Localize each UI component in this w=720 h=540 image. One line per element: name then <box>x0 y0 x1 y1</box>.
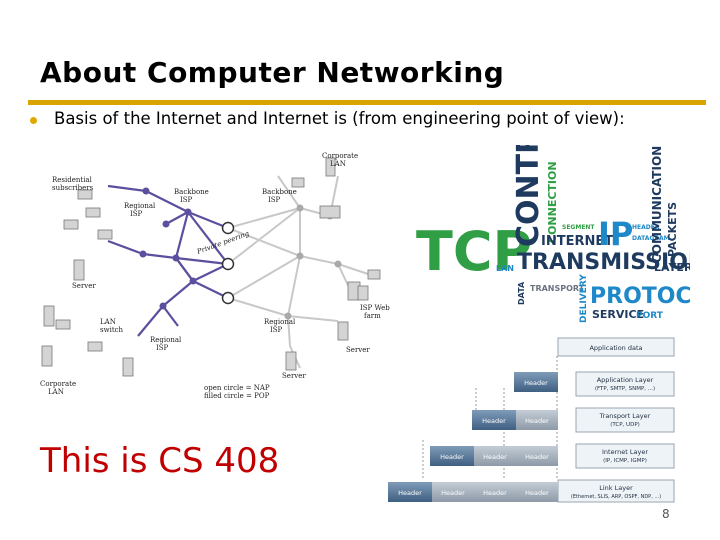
svg-text:farm: farm <box>364 312 381 320</box>
label-regional-isp-2: Regional <box>264 318 296 326</box>
svg-text:LAN: LAN <box>48 388 64 396</box>
label-backbone-isp-1: Backbone <box>174 188 209 196</box>
header-cell: Header <box>524 379 548 387</box>
word-transmission: TRANSMISSION <box>517 250 690 275</box>
svg-text:ISP: ISP <box>268 196 281 204</box>
word-control: CONTROL <box>511 145 546 247</box>
legend-pop: filled circle = POP <box>204 392 270 400</box>
label-isp-web-farm: ISP Web <box>360 304 390 312</box>
label-server-right: Server <box>346 346 370 354</box>
label-regional-isp-1: Regional <box>124 202 156 210</box>
svg-text:Server: Server <box>72 282 96 290</box>
header-cell: Header <box>441 489 465 497</box>
header-cell: Header <box>483 489 507 497</box>
layer-protocols: (IP, ICMP, IGMP) <box>603 458 647 464</box>
layer-protocols: (TCP, UDP) <box>610 422 640 428</box>
word-communication: COMMUNICATION <box>650 146 664 263</box>
word-data: DATA <box>517 281 526 305</box>
word-tcp: TCP <box>416 220 532 283</box>
svg-text:LAN: LAN <box>330 160 346 168</box>
svg-text:Backbone: Backbone <box>262 188 297 196</box>
word-port: PORT <box>636 311 664 321</box>
label-corporate-lan-top: Corporate <box>322 152 358 160</box>
network-topology-diagram: Corporate LAN Residential subscribers Ba… <box>40 152 390 400</box>
svg-text:ISP Web: ISP Web <box>360 304 390 312</box>
word-datagram: DATAGRAM <box>632 235 670 242</box>
svg-text:Backbone: Backbone <box>174 188 209 196</box>
layer-protocols: (Ethernet, SLIS, ARP, OSPF, NDP, ...) <box>571 494 661 500</box>
label-server-left: Server <box>72 282 96 290</box>
word-connection: CONNECTION <box>546 161 559 243</box>
layer-name: Application Layer <box>597 376 654 384</box>
legend-nap: open circle = NAP <box>204 384 270 392</box>
bullet-text: Basis of the Internet and Internet is (f… <box>54 109 625 128</box>
label-residential: Residential <box>52 176 93 184</box>
label-lan-switch: LAN <box>100 318 116 326</box>
word-internet: INTERNET <box>541 234 613 249</box>
svg-text:filled circle = POP: filled circle = POP <box>204 392 270 400</box>
header-cell: Header <box>525 417 549 425</box>
svg-text:Residential: Residential <box>52 176 93 184</box>
bullet-icon <box>30 117 37 124</box>
svg-text:Server: Server <box>346 346 370 354</box>
svg-text:ISP: ISP <box>180 196 193 204</box>
label-corporate-lan-bottom: Corporate <box>40 380 76 388</box>
layer-protocols: (FTP, SMTP, SNMP, ...) <box>595 386 655 392</box>
word-transport: TRANSPORT <box>530 284 585 293</box>
word-service: SERVICE <box>592 308 644 321</box>
word-protocol: PROTOCOL <box>590 284 690 309</box>
layer-name: Transport Layer <box>599 412 651 420</box>
label-backbone-isp-2: Backbone <box>262 188 297 196</box>
header-cell: Header <box>398 489 422 497</box>
svg-text:ISP: ISP <box>270 326 283 334</box>
word-delivery: DELIVERY <box>579 274 589 323</box>
svg-text:Regional: Regional <box>264 318 296 326</box>
svg-text:open circle = NAP: open circle = NAP <box>204 384 270 392</box>
application-data-label: Application data <box>589 344 642 352</box>
course-callout: This is CS 408 <box>40 441 280 481</box>
slide-title: About Computer Networking <box>40 56 505 89</box>
header-cell: Header <box>525 489 549 497</box>
word-segment: SEGMENT <box>562 224 595 231</box>
svg-text:subscribers: subscribers <box>52 184 94 192</box>
header-cell: Header <box>483 453 507 461</box>
word-header: HEADER <box>632 224 660 231</box>
header-cell: Header <box>525 453 549 461</box>
svg-text:Regional: Regional <box>124 202 156 210</box>
svg-text:ISP: ISP <box>156 344 169 352</box>
header-cell: Header <box>440 453 464 461</box>
svg-text:Corporate: Corporate <box>322 152 358 160</box>
svg-text:Regional: Regional <box>150 336 182 344</box>
page-number: 8 <box>662 507 670 521</box>
label-regional-isp-3: Regional <box>150 336 182 344</box>
tcp-ip-word-cloud: TCP CONTROL CONNECTION SEGMENT INTERNET … <box>416 145 690 323</box>
svg-text:LAN: LAN <box>100 318 116 326</box>
word-lan: LAN <box>496 264 514 273</box>
svg-text:Server: Server <box>282 372 306 380</box>
label-server-bottom: Server <box>282 372 306 380</box>
svg-text:Corporate: Corporate <box>40 380 76 388</box>
protocol-stack-diagram: Header Header Header Header Header Heade… <box>388 337 675 503</box>
word-layer: LAYER <box>654 261 690 274</box>
header-cell: Header <box>482 417 506 425</box>
title-underline <box>28 100 706 105</box>
word-packets: PACKETS <box>666 202 679 257</box>
svg-text:switch: switch <box>100 326 124 334</box>
layer-name: Internet Layer <box>602 448 648 456</box>
svg-text:ISP: ISP <box>130 210 143 218</box>
layer-name: Link Layer <box>599 484 633 492</box>
word-ip: IP <box>598 215 633 253</box>
